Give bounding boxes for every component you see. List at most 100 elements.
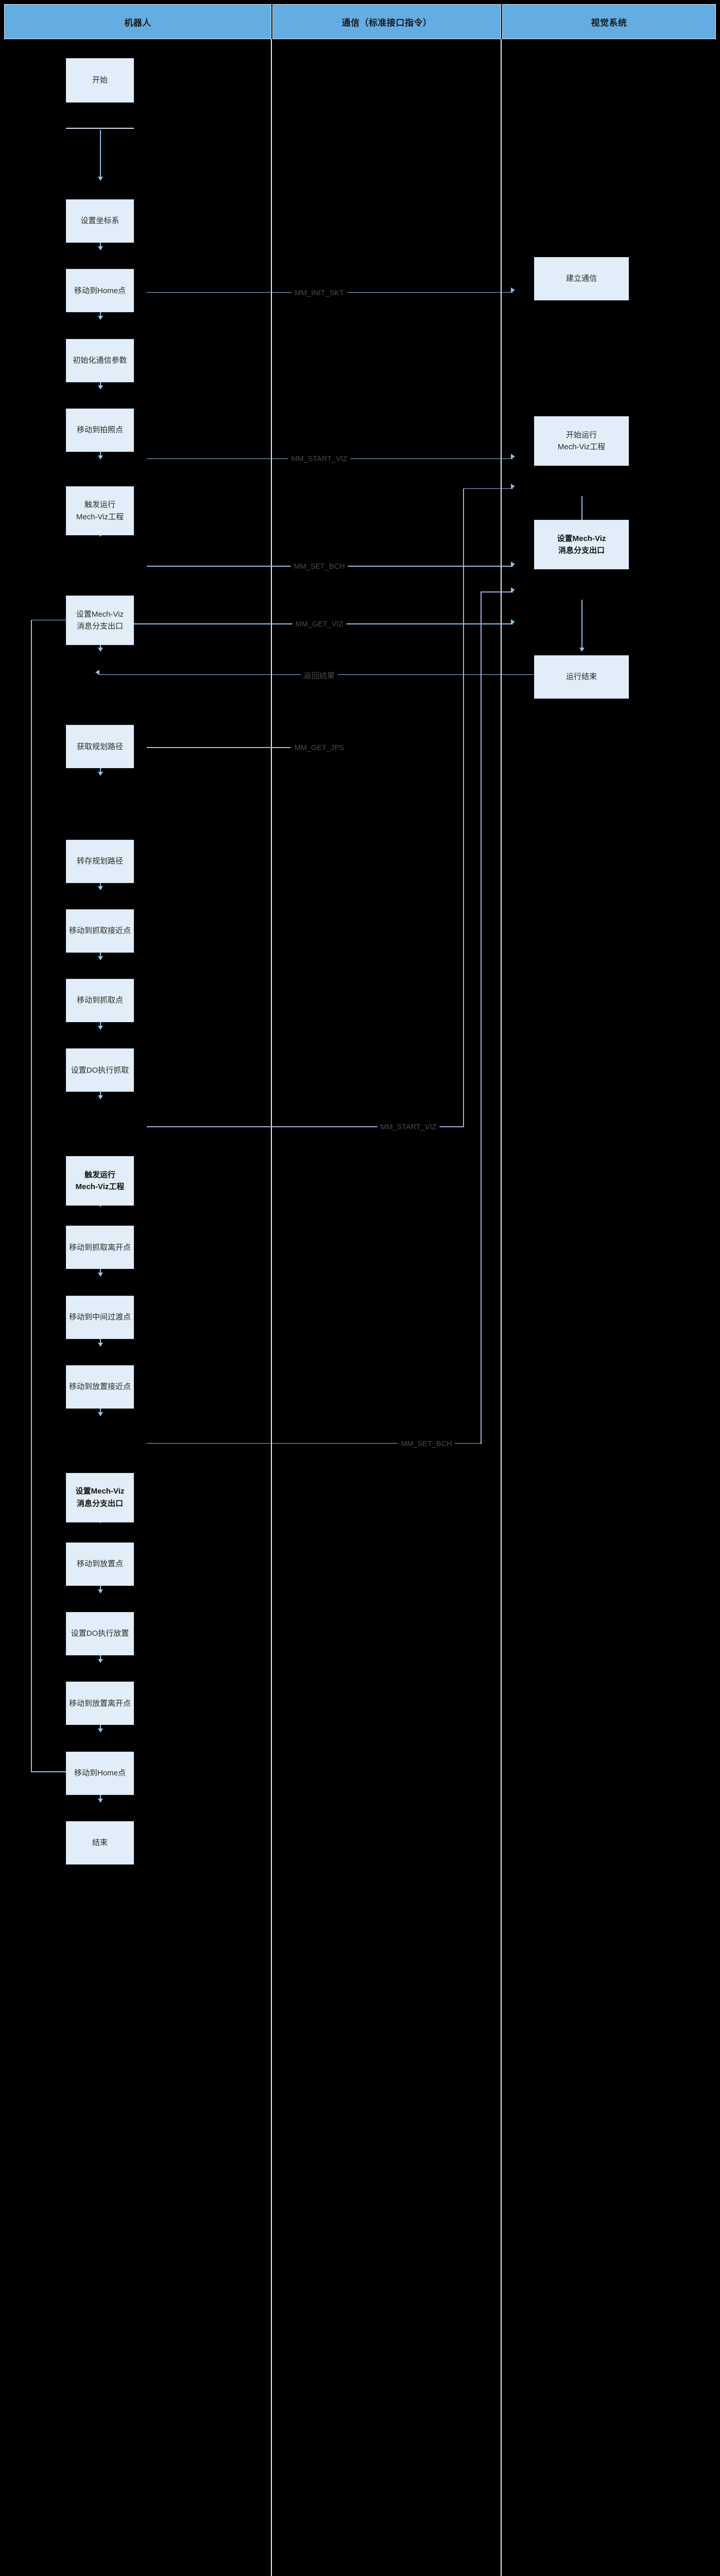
- node-robot-init-comm[interactable]: 初始化通信参数: [66, 338, 134, 382]
- arrow-r15-r16: [97, 1342, 103, 1347]
- msg-label-set-bch: MM_SET_BCH: [290, 563, 348, 571]
- node-label: 开始: [92, 76, 108, 85]
- node-label: 转存规划路径: [76, 856, 123, 866]
- node-vision-start-viz[interactable]: 开始运行 Mech-Viz工程: [534, 416, 629, 466]
- node-label: 移动到中间过渡点: [68, 1312, 131, 1321]
- lane-divider-1: [271, 39, 272, 2576]
- vision-spine-v3-v4: [581, 599, 582, 651]
- lane-header-comm: 通信（标准接口指令）: [272, 4, 501, 39]
- node-robot-start[interactable]: 开始: [66, 58, 134, 103]
- loopback-left-rail: [31, 619, 32, 1773]
- flowchart-canvas: 机器人 通信（标准接口指令） 视觉系统: [4, 4, 716, 2576]
- arrow-r10-r11: [97, 956, 103, 960]
- node-robot-set-coord[interactable]: [66, 127, 134, 129]
- arrow-r18-r19: [97, 1589, 103, 1594]
- arrow-r2-r3: [97, 246, 103, 250]
- node-robot-move-pick[interactable]: 移动到抓取点: [66, 979, 134, 1023]
- arrow-msg-start-viz: [511, 453, 515, 459]
- node-label-line1: 设置Mech-Viz: [76, 609, 124, 619]
- arrow-r4-r5: [97, 385, 103, 390]
- node-label-line1: 开始运行: [565, 431, 597, 440]
- node-robot-move-capture[interactable]: 移动到拍照点: [66, 408, 134, 452]
- loopback-top-segment: [31, 619, 96, 621]
- arrow-r11-r12: [97, 1026, 103, 1030]
- lane-header-vision-label: 视觉系统: [591, 18, 627, 28]
- node-vision-set-branch[interactable]: 设置Mech-Viz 消息分支出口: [534, 520, 629, 570]
- node-label: 运行结束: [565, 672, 597, 682]
- node-label: 结束: [92, 1838, 108, 1848]
- node-vision-establish-comm[interactable]: 建立通信: [534, 257, 629, 301]
- arrow-r7-r8: [97, 647, 103, 652]
- node-robot-get-path[interactable]: 获取规划路径: [66, 725, 134, 769]
- lane-header-robot: 机器人: [4, 4, 271, 39]
- node-label-line1: 设置Mech-Viz: [557, 534, 606, 544]
- msg-line-start-viz-purple: [147, 1126, 464, 1127]
- arrow-r1-r2: [97, 176, 103, 181]
- node-robot-move-place[interactable]: 移动到放置点: [66, 1542, 134, 1586]
- node-robot-trigger-viz-1[interactable]: 触发运行 Mech-Viz工程: [66, 486, 134, 536]
- arrow-msg-set-bch-purple: [511, 587, 515, 592]
- arrow-r14-r15: [97, 1273, 103, 1277]
- node-label-line2: 消息分支出口: [558, 546, 605, 555]
- node-label: 设置DO执行放置: [71, 1629, 129, 1638]
- msg-entry-set-bch-purple: [481, 591, 513, 593]
- msg-line-set-bch-purple: [147, 1443, 481, 1444]
- node-label-line2: Mech-Viz工程: [557, 443, 606, 452]
- arrow-msg-get-viz: [511, 619, 515, 624]
- msg-entry-start-viz-purple: [463, 488, 513, 489]
- node-robot-set-do-pick[interactable]: 设置DO执行抓取: [66, 1048, 134, 1092]
- node-label: 设置DO执行抓取: [71, 1065, 129, 1075]
- node-robot-move-pick-approach[interactable]: 移动到抓取接近点: [66, 909, 134, 953]
- node-robot-trigger-viz-2[interactable]: 触发运行 Mech-Viz工程: [66, 1156, 134, 1206]
- node-label: 移动到拍照点: [76, 426, 123, 435]
- node-robot-set-branch-2[interactable]: 设置Mech-Viz 消息分支出口: [66, 1472, 134, 1522]
- arrow-msg-return-result: [95, 670, 99, 675]
- arrow-r5-r6: [97, 455, 103, 460]
- node-robot-move-transition[interactable]: 移动到中间过渡点: [66, 1295, 134, 1339]
- node-label-line1: 设置Mech-Viz: [75, 1487, 125, 1496]
- node-robot-move-place-leave[interactable]: 移动到放置离开点: [66, 1682, 134, 1725]
- lane-divider-2: [501, 39, 502, 2576]
- node-robot-end[interactable]: 结束: [66, 1821, 134, 1865]
- arrow-r3-r4: [97, 316, 103, 320]
- arrow-msg-set-bch: [511, 561, 515, 567]
- node-label: 设置坐标系: [80, 216, 119, 226]
- node-label: 初始化通信参数: [73, 355, 127, 365]
- lane-header-vision: 视觉系统: [502, 4, 716, 39]
- node-robot-move-pick-leave[interactable]: 移动到抓取离开点: [66, 1226, 134, 1269]
- node-label: 移动到抓取离开点: [68, 1243, 131, 1252]
- node-label-line2: 消息分支出口: [76, 622, 123, 631]
- msg-label-start-viz-purple: MM_START_VIZ: [377, 1123, 440, 1132]
- msg-label-get-jps: MM_GET_JPS: [291, 743, 348, 752]
- node-label-line2: 消息分支出口: [76, 1499, 123, 1508]
- node-robot-move-home-1[interactable]: 移动到Home点: [66, 269, 134, 313]
- arrow-v3-v4: [579, 647, 585, 652]
- arrow-r21-r22: [97, 1798, 103, 1803]
- arrow-r8-r9: [97, 772, 103, 776]
- loopback-bottom-segment: [31, 1771, 100, 1772]
- msg-rail-start-viz-purple: [463, 488, 464, 1128]
- node-label: 移动到放置点: [76, 1560, 123, 1569]
- arrow-msg-init-skt: [511, 287, 515, 293]
- arrow-r9-r10: [97, 886, 103, 891]
- arrow-r12-r13: [97, 1095, 103, 1100]
- arrow-r16-r17: [97, 1412, 103, 1416]
- msg-label-return-result: 返回结果: [300, 670, 338, 681]
- msg-label-init-skt: MM_INIT_SKT: [292, 289, 347, 297]
- node-robot-move-home-2[interactable]: 移动到Home点: [66, 1751, 134, 1795]
- lane-header-robot-label: 机器人: [124, 18, 151, 28]
- node-robot-store-path[interactable]: 转存规划路径: [66, 839, 134, 883]
- msg-rail-set-bch-purple: [481, 591, 482, 1444]
- node-label-line2: Mech-Viz工程: [75, 1182, 125, 1192]
- arrow-msg-start-viz-purple: [511, 483, 515, 489]
- node-robot-coord-sys[interactable]: 设置坐标系: [66, 199, 134, 243]
- msg-label-set-bch-purple: MM_SET_BCH: [398, 1439, 455, 1448]
- node-vision-run-end[interactable]: 运行结束: [534, 655, 629, 699]
- node-label: 建立通信: [565, 274, 597, 283]
- node-robot-set-branch-1[interactable]: 设置Mech-Viz 消息分支出口: [66, 596, 134, 646]
- node-robot-set-do-place[interactable]: 设置DO执行放置: [66, 1612, 134, 1656]
- node-label: 移动到放置离开点: [68, 1699, 131, 1708]
- arrow-r19-r20: [97, 1659, 103, 1664]
- node-label: 移动到Home点: [74, 286, 126, 295]
- node-robot-move-place-approach[interactable]: 移动到放置接近点: [66, 1365, 134, 1409]
